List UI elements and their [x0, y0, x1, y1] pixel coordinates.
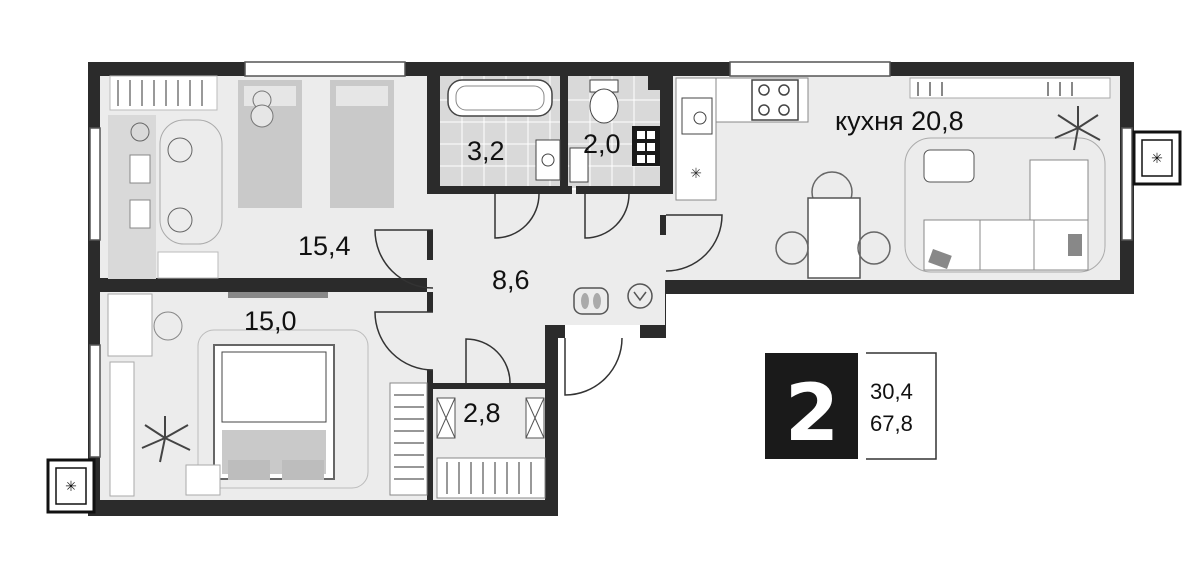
- small-sink: [569, 147, 589, 183]
- ac-unit-left: ✳: [46, 458, 96, 514]
- room-area-bedroom2: 15,0: [244, 306, 297, 336]
- bathtub-icon: [447, 79, 553, 117]
- washing-cabinet: [632, 126, 660, 166]
- summary-badge: 2 30,4 67,8: [765, 352, 937, 460]
- room-area-bedroom1: 15,4: [298, 231, 351, 261]
- sink-icon: [535, 139, 561, 181]
- room-area-hall: 8,6: [492, 265, 530, 295]
- plant-icon: [141, 416, 191, 463]
- stove-icon: [751, 79, 799, 121]
- total-area: 67,8: [870, 411, 913, 436]
- svg-text:✳: ✳: [690, 165, 702, 181]
- room-labels: 15,4 15,0 3,2 2,0 8,6 2,8 кухня 20,8: [244, 106, 964, 428]
- teddy-bear-icon: [250, 90, 274, 128]
- rooms-count: 2: [785, 369, 839, 459]
- ac-unit-right: ✳: [1132, 130, 1182, 186]
- slippers-icon: [573, 287, 609, 315]
- toilet-icon: [589, 79, 619, 124]
- room-area-storage: 2,8: [463, 398, 501, 428]
- kitchen-furniture: ✳: [675, 77, 1111, 279]
- svg-text:✳: ✳: [65, 478, 77, 494]
- interior-walls: [88, 76, 673, 500]
- doors: [374, 193, 723, 396]
- bedroom1-furniture: [108, 75, 394, 279]
- bedroom2-furniture: [107, 292, 428, 497]
- ceiling-light-icon: [627, 283, 653, 309]
- windows: [89, 61, 1133, 458]
- room-area-bath: 3,2: [467, 136, 505, 166]
- svg-text:✳: ✳: [1151, 150, 1163, 166]
- room-area-wc: 2,0: [583, 129, 621, 159]
- room-area-kitchen: кухня 20,8: [835, 106, 964, 136]
- living-area: 30,4: [870, 379, 913, 404]
- storage-fixtures: [436, 397, 546, 499]
- plant-icon: [1054, 106, 1101, 151]
